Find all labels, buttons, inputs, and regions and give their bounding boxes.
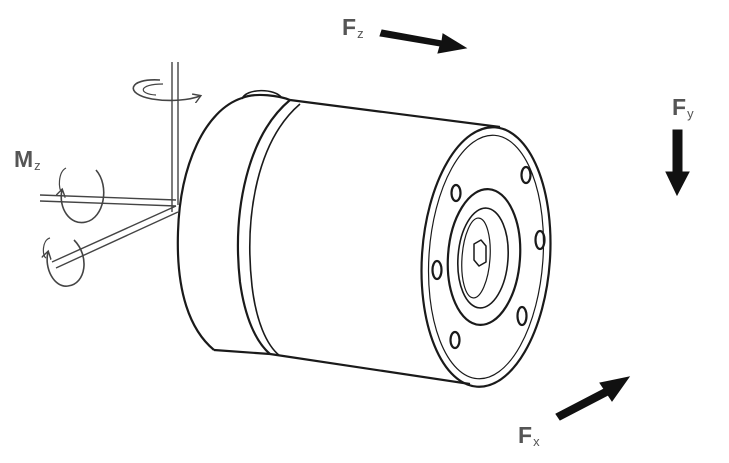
label-fz-main: F xyxy=(342,14,357,40)
label-mz-sub: z xyxy=(34,158,41,173)
bolt-hole xyxy=(450,183,462,203)
axes-group xyxy=(39,62,200,287)
hex-socket xyxy=(473,239,487,267)
rear-cap-outline xyxy=(176,96,243,351)
rear-cap-notch xyxy=(241,89,283,100)
rear-cap-bottom-edge xyxy=(213,348,271,356)
label-fy-main: F xyxy=(672,94,687,120)
front-face xyxy=(420,126,552,388)
groove-ring-outer xyxy=(236,99,291,355)
curved-arrow-icon xyxy=(132,79,200,101)
rear-cap-top-edge xyxy=(241,93,291,102)
curved-arrow-icon xyxy=(47,239,85,287)
bolt-hole xyxy=(431,259,443,281)
label-fz-sub: z xyxy=(357,26,364,41)
body-top-edge xyxy=(289,98,501,129)
solid-arrow-icon xyxy=(555,376,631,421)
front-face-rim xyxy=(427,134,545,380)
diagonal-axis xyxy=(51,205,179,269)
solid-arrow-icon xyxy=(665,129,690,197)
label-fy: Fy xyxy=(672,94,694,121)
label-fz: Fz xyxy=(342,14,364,41)
bolt-hole xyxy=(534,229,546,251)
center-bore-shade xyxy=(461,217,491,299)
label-fy-sub: y xyxy=(687,106,694,121)
label-mz: Mz xyxy=(14,146,41,173)
bolt-hole xyxy=(520,165,532,185)
sensor-body xyxy=(176,89,552,388)
bolt-hole xyxy=(449,330,461,350)
groove-ring-inner xyxy=(249,103,301,357)
label-mz-main: M xyxy=(14,146,34,172)
bolt-hole xyxy=(516,305,528,327)
solid-arrow-icon xyxy=(379,29,468,54)
force-arrows xyxy=(379,29,690,421)
center-bore-inner xyxy=(457,207,509,309)
center-bore-outer xyxy=(446,188,522,326)
body-bottom-edge xyxy=(269,352,471,386)
curved-arrow-icon xyxy=(61,169,105,224)
vertical-axis xyxy=(171,62,179,212)
label-fx-main: F xyxy=(518,422,533,448)
label-fx-sub: x xyxy=(533,434,540,449)
label-fx: Fx xyxy=(518,422,540,449)
